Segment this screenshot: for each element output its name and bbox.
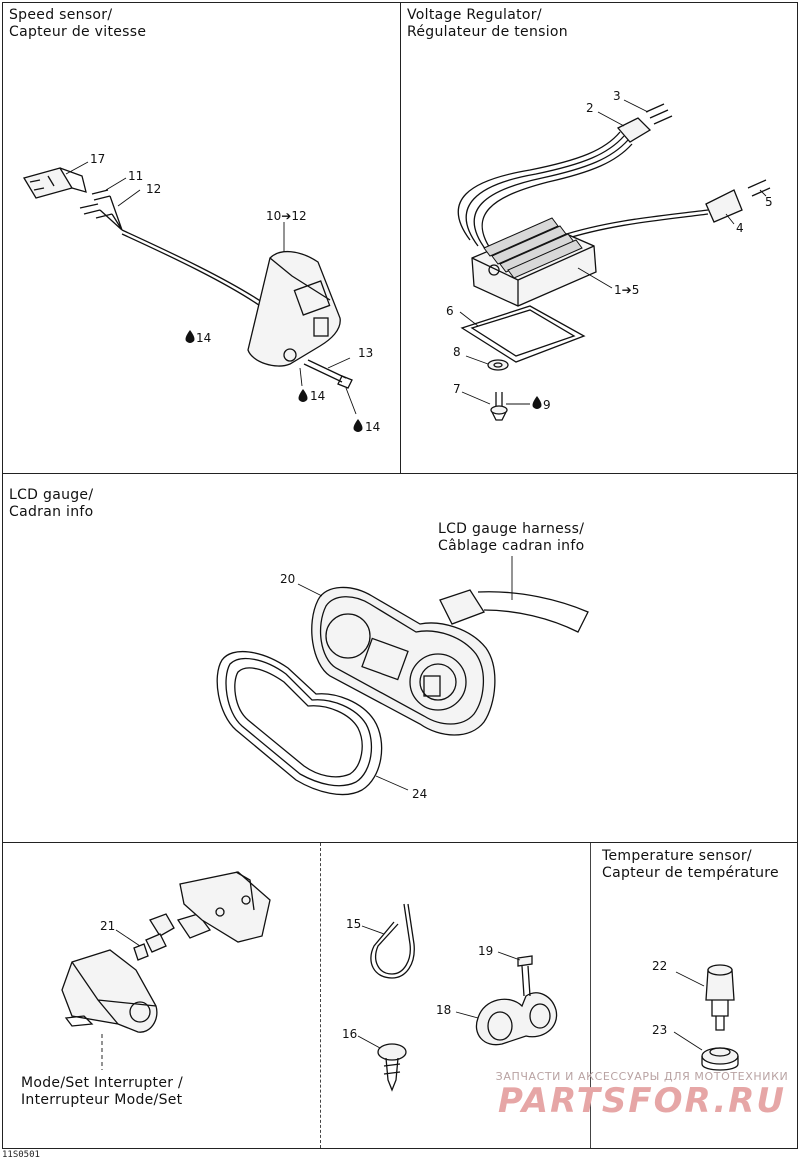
callout-6: 6 [446, 304, 454, 318]
callout-12: 12 [146, 182, 161, 196]
watermark-brand: PARTSFOR.RU [497, 1081, 787, 1121]
panel-divider-1 [320, 843, 321, 1148]
callout-14-b: 14 [310, 389, 325, 403]
mode-set-caption: Mode/Set Interrupter / Interrupteur Mode… [21, 1075, 184, 1108]
leader-21 [115, 929, 141, 947]
callout-15: 15 [346, 917, 361, 931]
speed-sensor-body [247, 251, 341, 367]
temperature-sensor-title: Temperature sensor/ Capteur de températu… [602, 848, 779, 881]
voltage-regulator-title: Voltage Regulator/ Régulateur de tension [407, 7, 568, 40]
regulator-connector-2 [616, 103, 673, 143]
regulator-washer [487, 359, 509, 371]
oil-drop-icon-regulator [532, 396, 542, 409]
lcd-gauge-housing [311, 586, 496, 736]
mode-set-housing [61, 949, 158, 1033]
speed-sensor-cable [121, 229, 269, 311]
regulator-connector-4 [705, 179, 771, 223]
callout-4: 4 [736, 221, 744, 235]
tapping-screw [377, 1043, 407, 1092]
callout-16: 16 [342, 1027, 357, 1041]
callout-9: 9 [543, 398, 551, 412]
speed-sensor-connector [23, 167, 87, 199]
regulator-wires [457, 131, 709, 255]
callout-7: 7 [453, 382, 461, 396]
callout-24: 24 [412, 787, 427, 801]
watermark: ЗАПЧАСТИ И АКСЕССУАРЫ ДЛЯ МОТОТЕХНИКИ PA… [492, 1070, 792, 1119]
speed-sensor-leaders [65, 161, 357, 415]
callout-18: 18 [436, 1003, 451, 1017]
regulator-leaders [459, 99, 767, 405]
speed-sensor-screw [303, 359, 353, 389]
oil-drop-icons-speed [185, 330, 363, 432]
callout-8: 8 [453, 345, 461, 359]
callout-23: 23 [652, 1023, 667, 1037]
temp-leaders [673, 971, 705, 1051]
callout-14-a: 14 [196, 331, 211, 345]
regulator-body [471, 217, 597, 307]
regulator-bolt [490, 392, 508, 421]
lcd-bezel-seal [216, 650, 383, 796]
temperature-sensor-grommet [701, 1047, 739, 1071]
callout-2: 2 [586, 101, 594, 115]
callout-3: 3 [613, 89, 621, 103]
cable-tie [370, 903, 415, 979]
callout-1-5: 1➔5 [614, 283, 639, 297]
regulator-gasket [460, 305, 586, 363]
temperature-sensor [705, 964, 735, 1031]
speed-sensor-terminals [79, 189, 123, 231]
lcd-harness-connector [439, 589, 589, 633]
callout-22: 22 [652, 959, 667, 973]
lcd-leaders [297, 556, 513, 791]
callout-10-12: 10➔12 [266, 209, 307, 223]
clip-leaders [357, 925, 521, 1049]
mode-set-bracket [179, 871, 271, 943]
callout-20: 20 [280, 572, 295, 586]
callout-5: 5 [765, 195, 773, 209]
callout-19: 19 [478, 944, 493, 958]
panel-divider-2 [590, 843, 591, 1148]
callout-13: 13 [358, 346, 373, 360]
document-code: 11S0501 [2, 1150, 40, 1160]
speed-sensor-title: Speed sensor/ Capteur de vitesse [9, 7, 147, 40]
watermark-tagline: ЗАПЧАСТИ И АКСЕССУАРЫ ДЛЯ МОТОТЕХНИКИ [495, 1070, 789, 1083]
lcd-gauge-title: LCD gauge/ Cadran info [9, 487, 94, 520]
clip-screw [517, 955, 533, 997]
callout-14-c: 14 [365, 420, 380, 434]
mode-set-buttons [133, 913, 212, 961]
lcd-harness-label: LCD gauge harness/ Câblage cadran info [438, 521, 585, 554]
callout-17: 17 [90, 152, 105, 166]
clip-bracket [475, 992, 558, 1046]
bottom-panel [2, 842, 798, 1149]
callout-11: 11 [128, 169, 143, 183]
callout-21: 21 [100, 919, 115, 933]
